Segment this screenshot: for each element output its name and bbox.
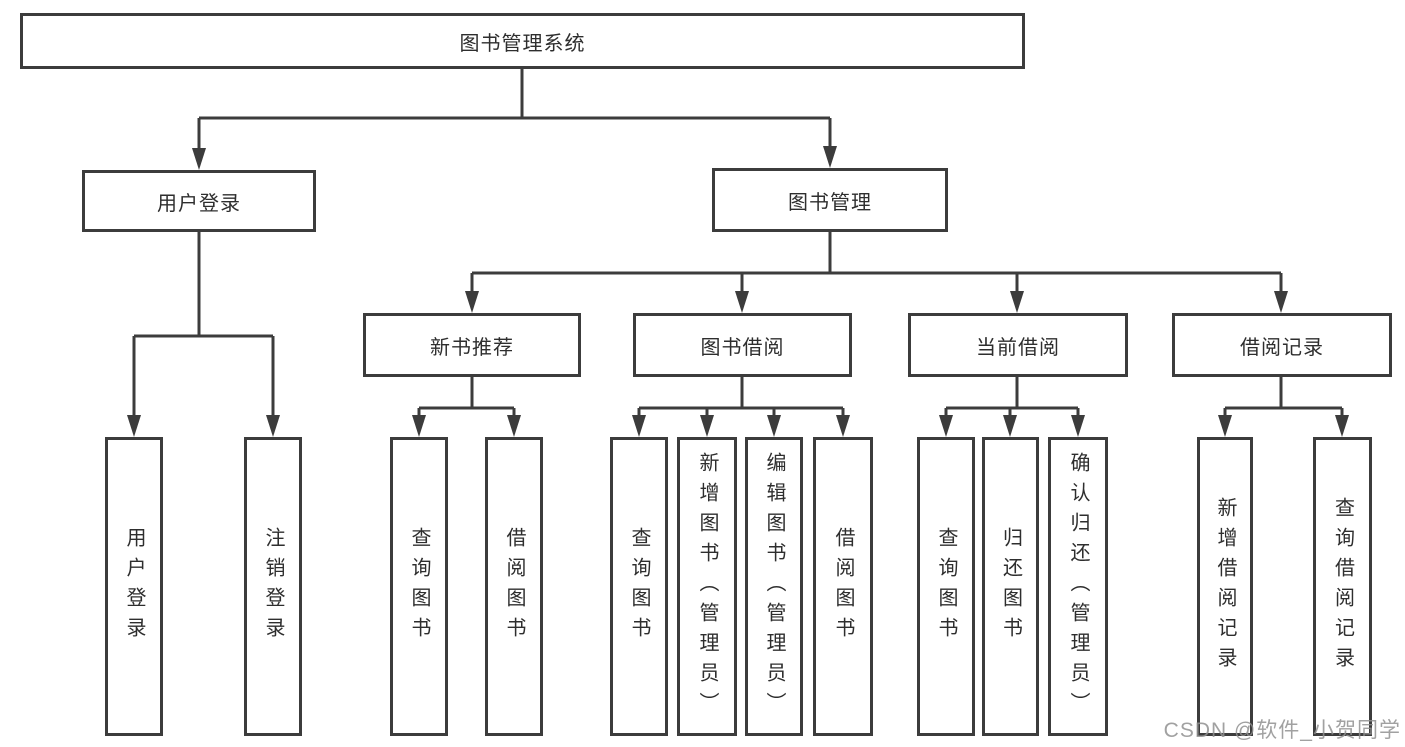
csdn-watermark: CSDN @软件_小贺同学 (1163, 719, 1401, 742)
node-cb-return-books: 归还图书 (982, 437, 1039, 736)
connector-bookmgmt-bus (472, 232, 1281, 275)
arrowhead (632, 415, 646, 437)
node-bb-query-books: 查询图书 (610, 437, 668, 736)
node-br-add-record: 新增借阅记录 (1197, 437, 1253, 736)
node-label: 编辑图书（管理员） (763, 451, 785, 722)
arrowhead (192, 148, 206, 170)
connector-root-bus (199, 69, 830, 120)
arrowhead (1335, 415, 1349, 437)
node-label: 用户登录 (123, 526, 145, 647)
connector-records-bus (1225, 377, 1342, 410)
node-bb-borrow-books: 借阅图书 (813, 437, 873, 736)
node-label: 图书管理系统 (459, 32, 586, 55)
arrowhead (767, 415, 781, 437)
node-bb-edit-books: 编辑图书（管理员） (745, 437, 803, 736)
node-cb-confirm-return: 确认归还（管理员） (1048, 437, 1108, 736)
node-label: 查询图书 (935, 526, 957, 647)
arrowhead (1218, 415, 1232, 437)
node-nr-borrow-books: 借阅图书 (485, 437, 543, 736)
connector-userlogin-bus (134, 232, 273, 338)
arrowhead (735, 291, 749, 313)
node-label: 新书推荐 (430, 336, 514, 359)
node-current-borrowing: 当前借阅 (908, 313, 1128, 377)
node-label: 新增借阅记录 (1214, 496, 1236, 677)
node-br-query-record: 查询借阅记录 (1313, 437, 1372, 736)
arrowhead (127, 415, 141, 437)
node-nr-query-books: 查询图书 (390, 437, 448, 736)
node-label: 用户登录 (157, 192, 241, 215)
node-do-user-login: 用户登录 (105, 437, 163, 736)
node-new-book-recommend: 新书推荐 (363, 313, 581, 377)
node-label: 借阅记录 (1240, 336, 1324, 359)
node-logout: 注销登录 (244, 437, 302, 736)
node-cb-query-books: 查询图书 (917, 437, 975, 736)
node-borrowing-records: 借阅记录 (1172, 313, 1392, 377)
node-label: 归还图书 (999, 526, 1022, 647)
node-user-login-module: 用户登录 (82, 170, 316, 232)
node-bb-add-books: 新增图书（管理员） (677, 437, 737, 736)
arrowhead (412, 415, 426, 437)
node-library-system: 图书管理系统 (20, 13, 1025, 69)
arrowhead (823, 146, 837, 168)
node-label: 查询图书 (408, 526, 430, 647)
arrowhead (1071, 415, 1085, 437)
node-label: 图书管理 (788, 191, 872, 214)
arrowhead (465, 291, 479, 313)
node-label: 查询图书 (628, 526, 650, 647)
node-label: 查询借阅记录 (1331, 496, 1354, 677)
node-label: 图书借阅 (700, 336, 785, 359)
node-label: 新增图书（管理员） (696, 451, 718, 722)
node-book-management: 图书管理 (712, 168, 948, 232)
node-label: 借阅图书 (832, 526, 854, 647)
arrowhead (939, 415, 953, 437)
connector-newrec-bus (419, 377, 514, 410)
arrowhead (1003, 415, 1017, 437)
node-label: 借阅图书 (503, 526, 525, 647)
arrowhead (700, 415, 714, 437)
arrowhead (1274, 291, 1288, 313)
node-label: 确认归还（管理员） (1067, 451, 1089, 722)
node-label: 当前借阅 (976, 336, 1060, 359)
node-book-borrowing: 图书借阅 (633, 313, 852, 377)
node-label: 注销登录 (262, 526, 284, 647)
arrowhead (266, 415, 280, 437)
connector-borrow-bus (639, 377, 843, 410)
connector-current-bus (946, 377, 1078, 410)
arrowhead (836, 415, 850, 437)
arrowhead (507, 415, 521, 437)
arrowhead (1010, 291, 1024, 313)
